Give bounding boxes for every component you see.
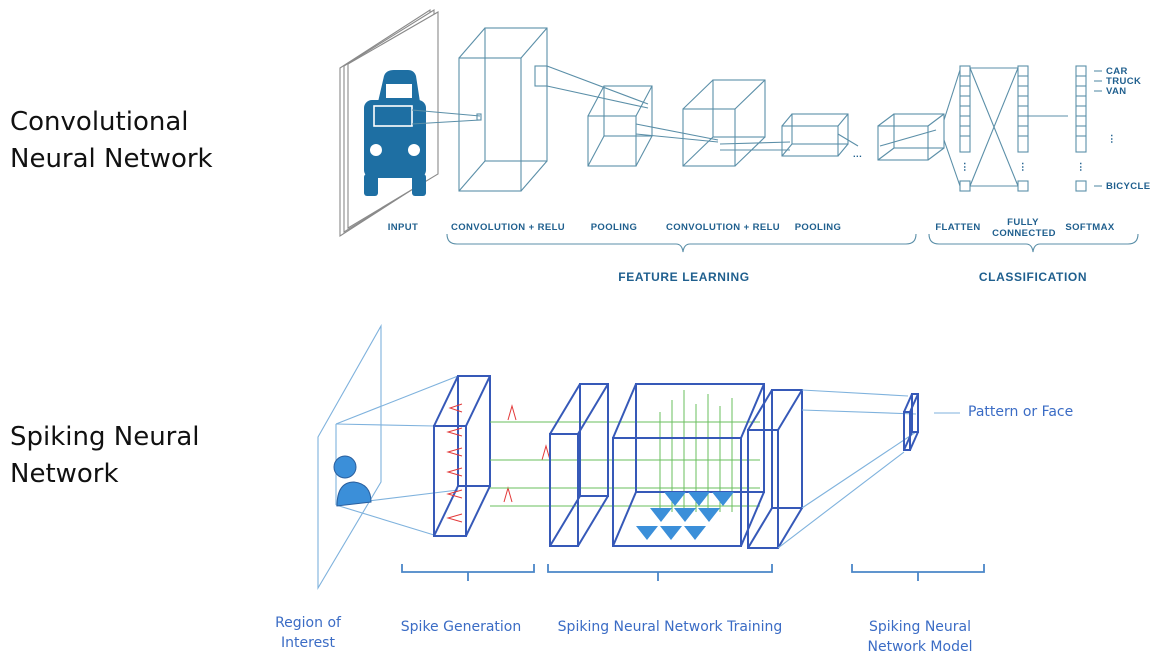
- model-projection: [777, 389, 960, 549]
- output-label-van: VAN: [1106, 86, 1127, 97]
- label-snn-model: Spiking Neural Network Model: [867, 619, 973, 655]
- label-spike-generation: Spike Generation: [400, 619, 522, 635]
- layer-label-softmax: SOFTMAX: [1065, 222, 1115, 233]
- snn-diagram: [317, 323, 985, 591]
- layer-label-pool1: POOLING: [591, 222, 638, 233]
- pool1-volume: [587, 85, 653, 167]
- layer-label-fully: FULLY: [1007, 217, 1039, 228]
- layer-label-conv1: CONVOLUTION + RELU: [451, 222, 565, 233]
- output-label-bicycle: BICYCLE: [1106, 181, 1151, 192]
- car-icon: [364, 70, 426, 196]
- label-region-of-interest: Region of Interest: [275, 615, 341, 651]
- snn-training-volume-1: [549, 383, 609, 547]
- vdots-softmax: ⋮: [1076, 162, 1086, 173]
- spike-generation-volume: [433, 375, 491, 537]
- output-label-truck: TRUCK: [1106, 76, 1141, 87]
- softmax-vector: [1075, 65, 1087, 192]
- final-volume: [877, 113, 945, 161]
- pool2-volume: [781, 113, 849, 157]
- spike-generation-brace: [401, 564, 535, 581]
- receptive-field: [373, 105, 413, 127]
- cnn-diagram: [339, 8, 1139, 253]
- layer-label-pool2: POOLING: [795, 222, 842, 233]
- layer-label-input: INPUT: [388, 222, 419, 233]
- conv2-volume: [682, 79, 766, 167]
- cnn-row-title: Convolutional Neural Network: [10, 107, 213, 174]
- classification-brace: [928, 233, 1139, 253]
- neuron-triangles: [636, 492, 734, 540]
- layer-label-connected: CONNECTED: [992, 228, 1056, 239]
- snn-braces: [401, 564, 985, 581]
- layer-label-conv2: CONVOLUTION + RELU: [666, 222, 780, 233]
- conv1-volume: [458, 27, 548, 192]
- roi-projection: [317, 323, 459, 591]
- snn-training-volume-2: [612, 383, 765, 547]
- label-snn-training: Spiking Neural Network Training: [557, 619, 783, 635]
- output-label-car: CAR: [1106, 66, 1128, 77]
- cnn-labels: INPUT CONVOLUTION + RELU POOLING CONVOLU…: [388, 66, 1151, 284]
- label-pattern-or-face: Pattern or Face: [968, 404, 1074, 420]
- flatten-vector: [959, 65, 971, 192]
- person-icon: [333, 455, 372, 507]
- group-label-feature-learning: FEATURE LEARNING: [618, 270, 749, 284]
- vdots-flatten: ⋮: [960, 162, 970, 173]
- feature-learning-brace: [446, 233, 917, 253]
- model-brace: [851, 564, 985, 581]
- vdots-fully-connected: ⋮: [1018, 162, 1028, 173]
- layer-label-flatten: FLATTEN: [935, 222, 980, 233]
- snn-model-volume: [903, 393, 919, 451]
- fully-connected-vector: [1017, 65, 1029, 192]
- training-brace: [547, 564, 773, 581]
- snn-training-volume-3: [747, 389, 803, 549]
- ellipsis-horizontal: ...: [853, 149, 862, 160]
- vdots-outputs: ⋮: [1107, 134, 1117, 145]
- snn-row-title: Spiking Neural Network: [10, 422, 200, 489]
- group-label-classification: CLASSIFICATION: [979, 270, 1087, 284]
